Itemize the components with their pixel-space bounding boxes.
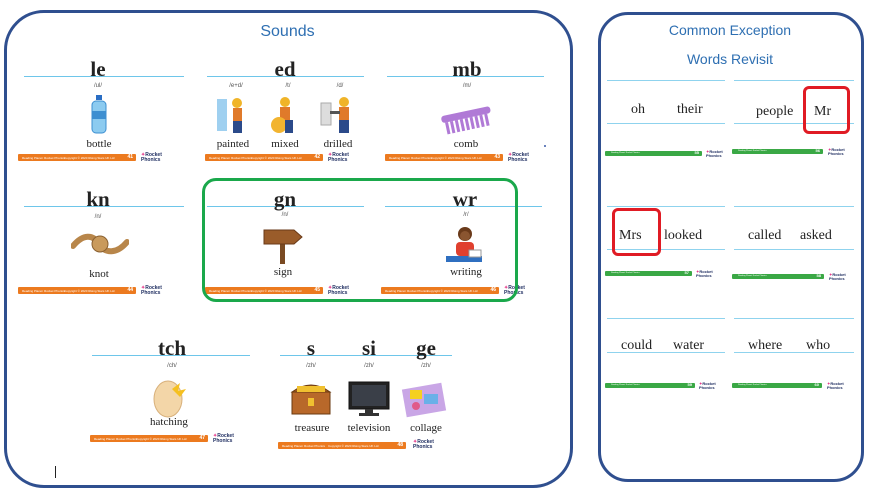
phoneme: /ch/ (167, 363, 177, 369)
page-number: 44 (127, 287, 133, 293)
phoneme: /r/ (463, 212, 469, 218)
grapheme: le (90, 57, 106, 81)
mrs-highlight-box (612, 208, 661, 256)
television-icon (348, 381, 390, 416)
gn-wr-highlight-box (202, 178, 518, 302)
word-label: writing (450, 266, 482, 278)
text-cursor (55, 466, 56, 478)
card-footer: Reading Planet: Rocket Phonics Copyright… (90, 435, 208, 442)
grapheme: ed (274, 57, 296, 81)
card-footer: Reading Planet: Rocket Phonics Copyright… (278, 442, 406, 449)
card-footer: Reading Planet: Rocket Phonics Copyright… (205, 154, 323, 161)
card-footer: Reading Planet: Rocket Phonics Copyright… (18, 287, 136, 294)
hatching-egg-icon (153, 380, 186, 418)
page-number: 46 (490, 287, 496, 293)
comb-icon (441, 106, 491, 135)
page-number: 47 (199, 435, 205, 441)
page-number: 48 (397, 442, 403, 448)
worker-painting-icon (217, 98, 242, 133)
phoneme: /m/ (462, 83, 472, 89)
card-footer: Reading Planet: Rocket Phonics Copyright… (385, 154, 503, 161)
card-footer: Reading Planet: Rocket Phonics Copyright… (205, 287, 323, 294)
phoneme: /n/ (281, 212, 289, 218)
bottle-icon (91, 95, 107, 134)
card-footer: Reading Planet: Rocket Phonics Copyright… (18, 154, 136, 161)
signpost-icon (263, 229, 303, 264)
word-label: knot (89, 268, 109, 280)
treasure-chest-icon (290, 384, 332, 415)
phoneme: /ul/ (93, 83, 102, 89)
page-number: 41 (127, 154, 133, 160)
page-number: 45 (314, 287, 320, 293)
cew-title-line2: Words Revisit (686, 51, 774, 67)
mr-highlight-box (803, 86, 850, 134)
child-writing-icon (446, 227, 482, 262)
grapheme: kn (86, 187, 110, 211)
knot-icon (71, 233, 129, 255)
grapheme: tch (158, 336, 186, 360)
common-exception-words-panel (598, 12, 864, 482)
grapheme: gn (273, 187, 297, 211)
phoneme: /n/ (94, 214, 102, 220)
sounds-title: Sounds (260, 23, 315, 40)
word-label: comb (453, 138, 479, 150)
word-label: bottle (86, 138, 112, 150)
worker-mixing-icon (271, 97, 293, 133)
cew-title-line1: Common Exception (668, 22, 792, 38)
grapheme: mb (452, 57, 482, 81)
collage-icon (401, 382, 447, 418)
page-number: 42 (314, 154, 320, 160)
worker-drilling-icon (320, 97, 349, 133)
card-footer: Reading Planet: Rocket Phonics Copyright… (381, 287, 499, 294)
word-label: sign (273, 266, 293, 278)
grapheme: wr (452, 187, 478, 211)
word-label: hatching (150, 416, 188, 428)
stray-dot (544, 145, 546, 147)
page-number: 43 (494, 154, 500, 160)
